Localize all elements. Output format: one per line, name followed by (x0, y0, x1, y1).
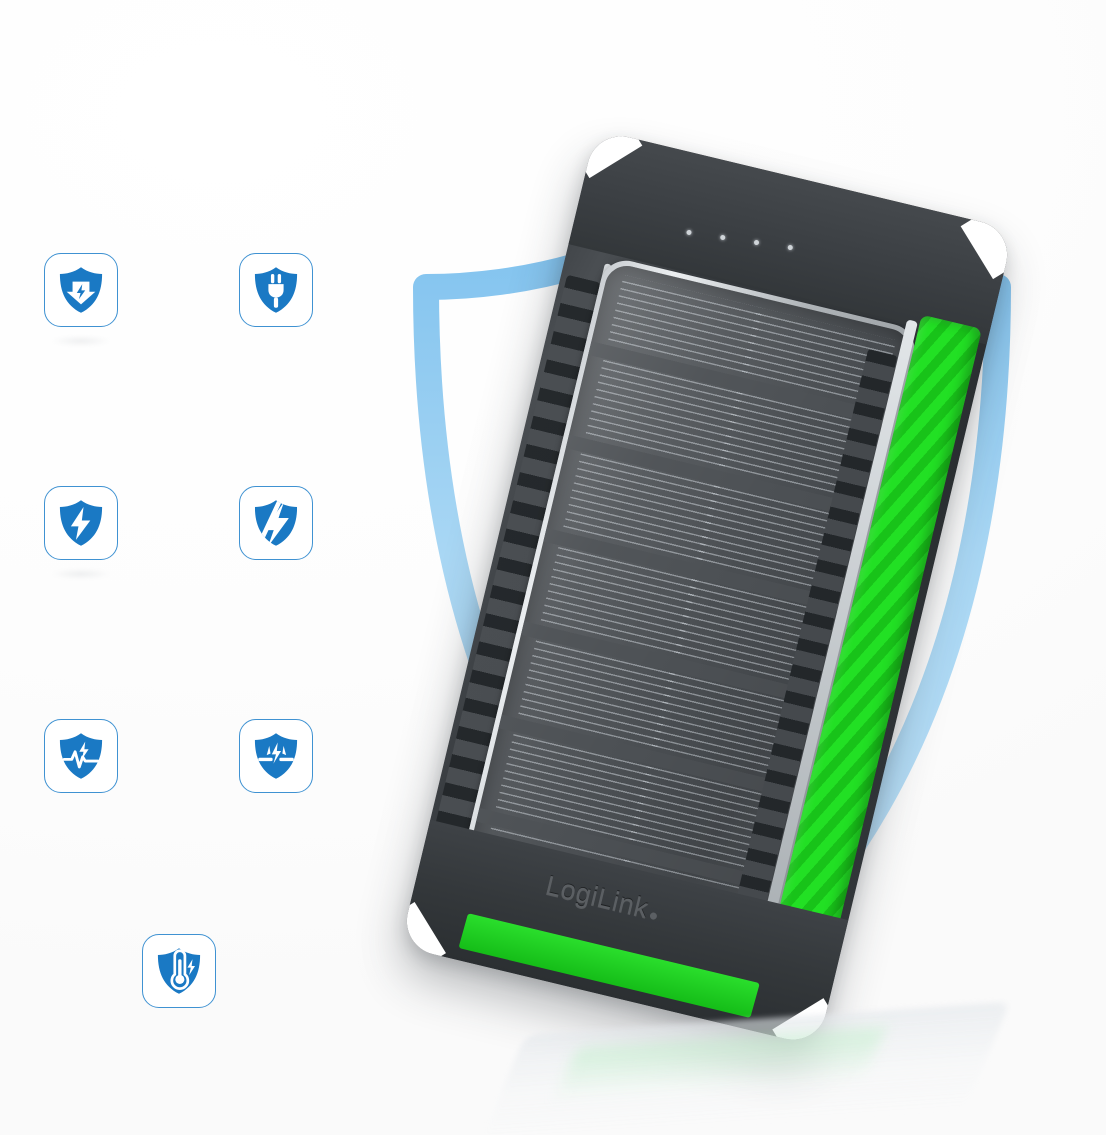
protection-icon-over-discharge[interactable] (44, 719, 118, 793)
protection-icon-over-temperature[interactable] (142, 934, 216, 1008)
led-indicator (685, 229, 693, 236)
icon-tile-shadow (51, 336, 111, 346)
protection-icon-plug[interactable] (239, 253, 313, 327)
shield-broken-line-spark-icon (249, 729, 303, 783)
brand-logo: LogiLink (543, 870, 662, 927)
shield-bolt-icon (54, 496, 108, 550)
product-hero: LogiLink (380, 0, 1106, 1135)
brand-logo-text: LogiLink (542, 870, 652, 924)
protection-icon-over-current[interactable] (239, 486, 313, 560)
led-indicator (719, 234, 726, 241)
protection-icon-short-circuit[interactable] (239, 719, 313, 793)
icon-tile-shadow (51, 569, 111, 579)
shield-power-plug-icon (249, 263, 303, 317)
chin-green-accent (458, 913, 760, 1018)
shield-split-bolt-icon (249, 496, 303, 550)
led-indicator (787, 244, 794, 251)
shield-down-arrow-bolt-icon (54, 263, 108, 317)
brand-logo-dot (648, 911, 658, 921)
shield-pulse-bolt-icon (54, 729, 108, 783)
shield-thermometer-bolt-icon (152, 944, 206, 998)
device-body: LogiLink (399, 129, 1015, 1047)
solar-power-bank-device: LogiLink (399, 129, 1015, 1047)
led-indicator (753, 239, 760, 246)
protection-icon-over-charge[interactable] (44, 486, 118, 560)
protection-icon-grid (0, 0, 380, 1135)
protection-icon-over-voltage[interactable] (44, 253, 118, 327)
